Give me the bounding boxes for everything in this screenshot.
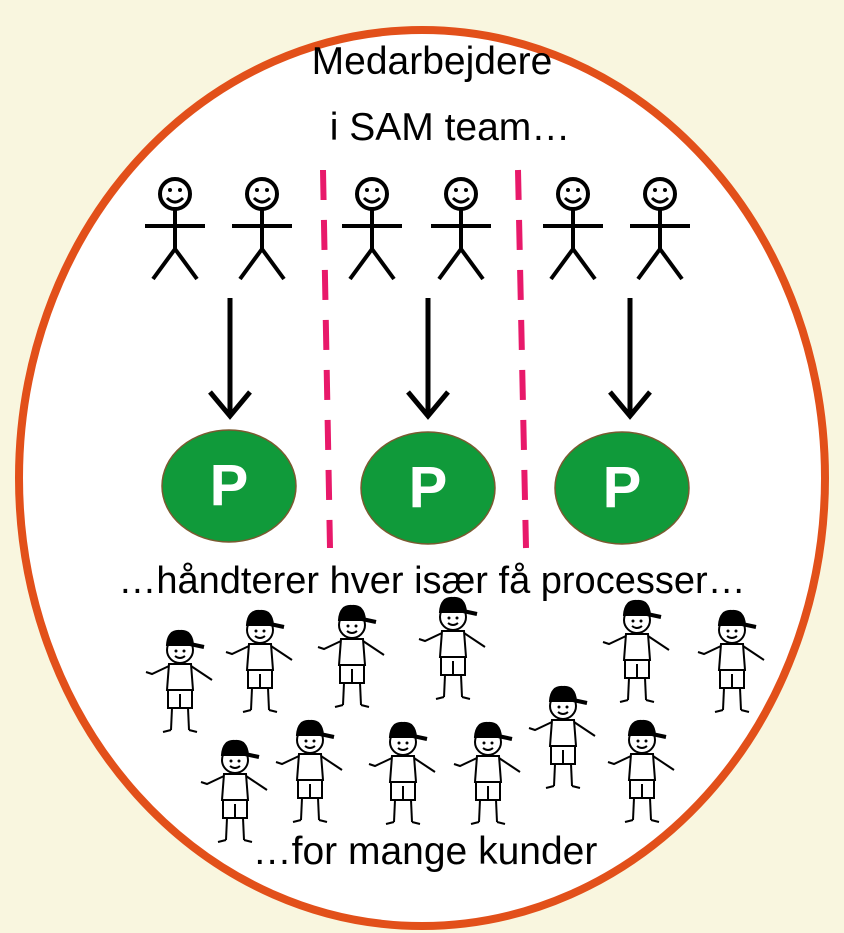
title-line-2: i SAM team… bbox=[329, 106, 571, 149]
process-label: P bbox=[408, 455, 448, 520]
divider-line-right bbox=[515, 169, 529, 549]
bottom-caption: …for mange kunder bbox=[252, 830, 598, 873]
middle-caption: …håndterer hver især få processer… bbox=[118, 560, 746, 602]
arrow-down-icon bbox=[406, 298, 450, 420]
process-label: P bbox=[209, 453, 249, 518]
arrow-down-icon bbox=[208, 298, 252, 420]
divider-line-left bbox=[320, 169, 333, 549]
title-line-1: Medarbejdere bbox=[311, 40, 553, 83]
process-circle bbox=[161, 429, 297, 543]
process-circle bbox=[554, 431, 690, 545]
process-circle bbox=[360, 431, 496, 545]
arrow-down-icon bbox=[608, 298, 652, 420]
process-label: P bbox=[602, 455, 642, 520]
